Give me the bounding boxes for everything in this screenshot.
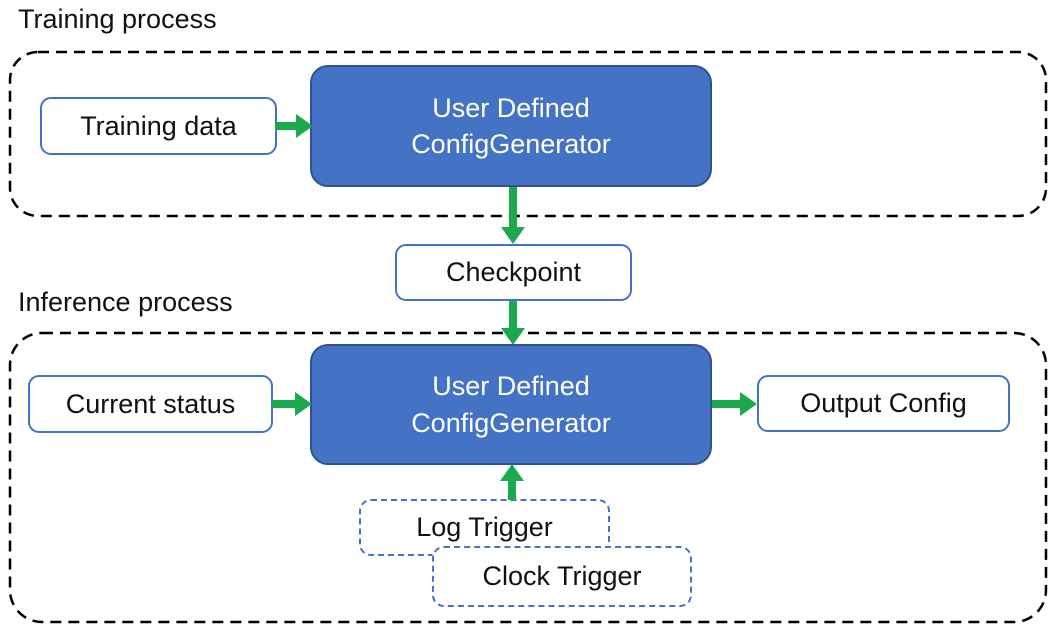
arrow-checkpoint-to-inference-generator	[501, 301, 525, 345]
current-status-label: Current status	[65, 388, 236, 419]
training-config-generator-line2: ConfigGenerator	[411, 129, 611, 159]
training-data-box: Training data	[40, 97, 277, 155]
inference-process-container	[8, 331, 1048, 624]
inference-config-generator-line1: User Defined	[432, 371, 590, 402]
arrow-current-status-to-generator	[272, 392, 312, 416]
arrow-generator-to-checkpoint	[501, 187, 525, 244]
clock-trigger-label: Clock Trigger	[482, 561, 642, 591]
arrow-log-trigger-to-generator	[500, 464, 524, 500]
arrow-generator-to-output-config	[712, 392, 757, 416]
training-data-label: Training data	[80, 110, 237, 141]
training-config-generator-line1: User Defined	[432, 92, 590, 123]
inference-config-generator-line2: ConfigGenerator	[411, 407, 611, 438]
arrow-training-data-to-generator	[275, 114, 313, 138]
checkpoint-box: Checkpoint	[395, 244, 632, 301]
output-config-label: Output Config	[800, 388, 967, 418]
log-trigger-label: Log Trigger	[416, 512, 553, 542]
inference-process-label: Inference process	[18, 287, 233, 317]
output-config-box: Output Config	[757, 375, 1010, 432]
current-status-box: Current status	[28, 375, 273, 433]
training-process-label: Training process	[18, 4, 217, 34]
checkpoint-label: Checkpoint	[445, 257, 582, 287]
inference-config-generator-box: User Defined ConfigGenerator	[310, 344, 712, 465]
clock-trigger-box: Clock Trigger	[432, 546, 692, 607]
training-config-generator-box: User Defined ConfigGenerator	[310, 65, 712, 187]
training-process-container	[8, 50, 1048, 218]
